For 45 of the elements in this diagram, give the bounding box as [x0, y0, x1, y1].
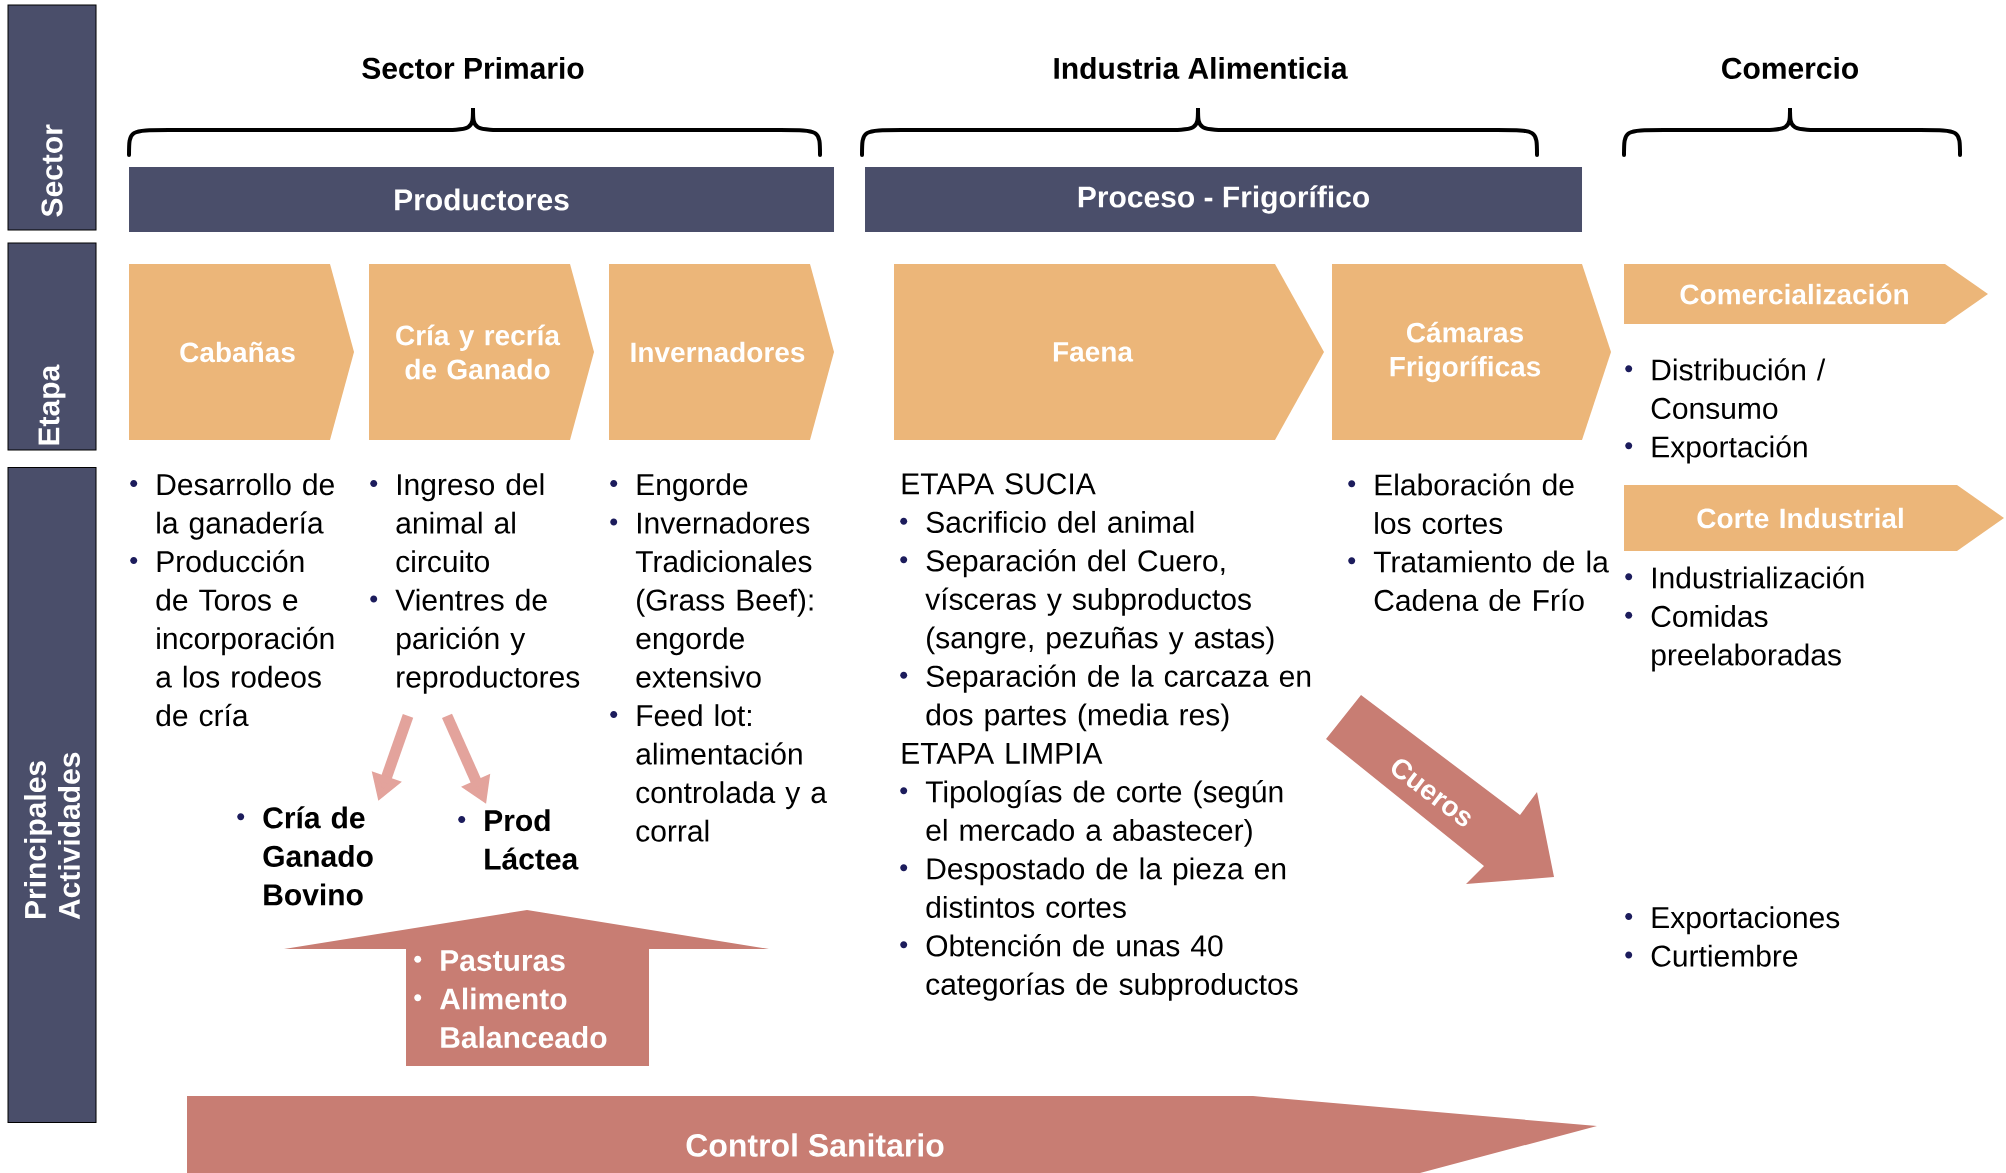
block-arrow [284, 910, 769, 1066]
list-item: ETAPA SUCIA [902, 473, 1096, 495]
process-step: Comercialización [1624, 264, 1988, 324]
process-step: Cabañas [129, 264, 354, 440]
list-item: Industrialización [1625, 566, 1864, 589]
list-item: Tipologías de corte (según el mercado a abastecer) [900, 780, 1283, 847]
list-item: ETAPA LIMPIA [902, 743, 1103, 764]
sector-heading: Sector Primario [362, 57, 584, 79]
list-item: Comidas preelaboradas [1625, 605, 1841, 672]
list-item: Exportaciones [1625, 906, 1840, 935]
list-item: Distribución / Consumo [1625, 358, 1826, 420]
row-header: Principales Actividades [7, 467, 97, 1123]
list-item: Despostado de la pieza en distintos cortes [900, 857, 1286, 918]
header-bar: Productores [129, 167, 834, 232]
list-item: Alimento Balanceado [414, 987, 607, 1049]
list-item: Pasturas [414, 950, 565, 972]
sector-heading: Comercio [1722, 57, 1858, 79]
list-item: Sacrificio del animal [900, 510, 1194, 533]
node-label: Cría de Ganado Bovino [263, 806, 373, 906]
process-step: Invernadores [609, 264, 834, 440]
process-step: Cámaras Frigoríficas [1332, 264, 1611, 440]
list-item: Invernadores Tradicionales (Grass Beef): engorde extensivo [610, 511, 813, 688]
header-bar: Proceso - Frigorífico [865, 167, 1582, 232]
list-item: Separación de la carcaza en dos partes (media res) [900, 664, 1311, 732]
list-item: Producción de Toros e incorporación a los rodeos de cría [130, 549, 334, 727]
node-label: Prod Láctea [485, 809, 579, 870]
list-item: Feed lot: alimentación controlada y a corral [610, 704, 827, 842]
sector-heading: Industria Alimenticia [1054, 57, 1348, 79]
list-item: Prod Láctea [458, 809, 579, 870]
list-item: Desarrollo de la ganadería [130, 473, 334, 540]
process-step: Faena [894, 264, 1324, 440]
process-step: Corte Industrial [1624, 485, 2004, 551]
process-step: Cría y recría de Ganado [369, 264, 594, 440]
list-item: Vientres de parición y reproductores [370, 588, 580, 694]
list-item: Elaboración de los cortes [1348, 473, 1574, 535]
list-item: Obtención de unas 40 categorías de subproductos [900, 934, 1298, 1001]
row-header: Sector [7, 4, 97, 231]
list-item: Curtiembre [1625, 944, 1798, 967]
list-item: Ingreso del animal al circuito [370, 473, 544, 573]
list-item: Separación del Cuero, vísceras y subproductos (sangre, pezuñas y astas) [900, 549, 1274, 655]
row-header: Etapa [7, 242, 97, 451]
list-item: Cría de Ganado Bovino [237, 806, 373, 906]
list-item: Engorde [610, 473, 748, 502]
list-item: Exportación [1625, 435, 1807, 464]
list-item: Tratamiento de la Cadena de Frío [1348, 550, 1609, 612]
